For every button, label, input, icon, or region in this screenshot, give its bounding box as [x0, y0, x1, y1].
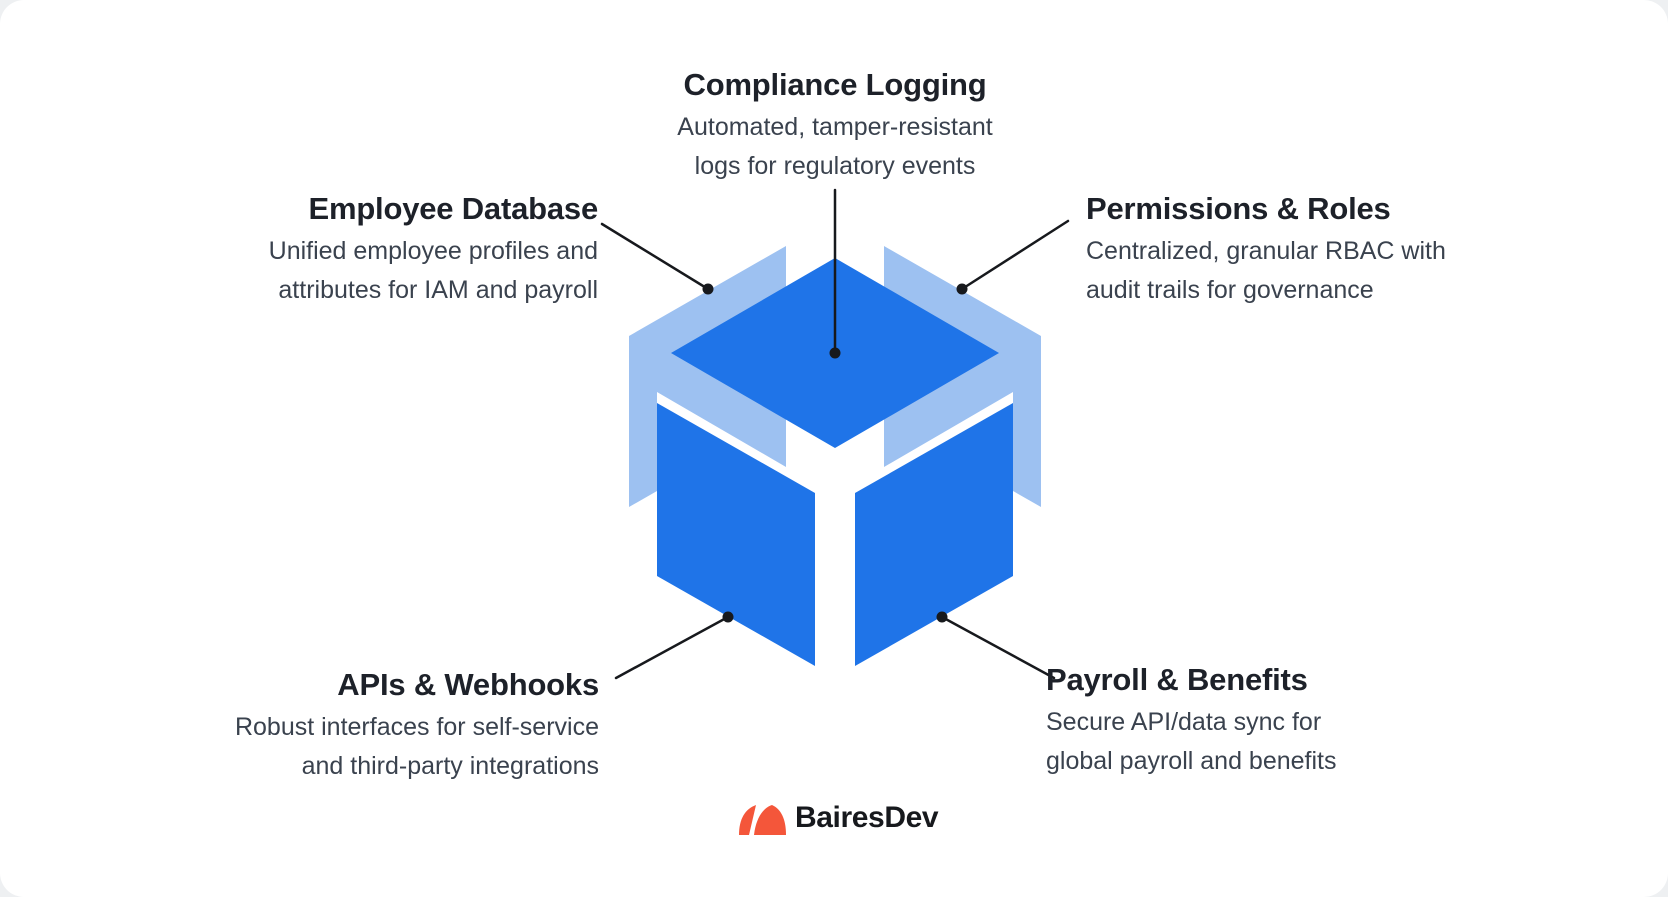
bairesdev-logo: BairesDev — [739, 801, 939, 835]
feature-desc-line: and third-party integrations — [301, 752, 599, 780]
cube-right-face-icon — [855, 403, 1013, 666]
feature-desc-line: Unified employee profiles and — [268, 237, 598, 265]
connector-dot-payroll — [936, 611, 948, 623]
feature-compliance-logging: Compliance Logging Automated, tamper-res… — [677, 66, 992, 186]
connector-dots — [702, 283, 968, 623]
feature-desc-line: Centralized, granular RBAC with — [1086, 237, 1446, 265]
connector-dot-employee — [702, 283, 714, 295]
feature-title: Compliance Logging — [683, 67, 987, 102]
feature-permissions-roles: Permissions & Roles Centralized, granula… — [1086, 190, 1446, 310]
feature-apis-webhooks: APIs & Webhooks Robust interfaces for se… — [235, 666, 599, 786]
feature-desc-line: logs for regulatory events — [694, 152, 976, 180]
connector-lines — [600, 188, 1070, 680]
connector-dot-compliance — [829, 347, 841, 359]
feature-employee-database: Employee Database Unified employee profi… — [268, 190, 599, 310]
connector-apis-webhooks — [614, 615, 730, 680]
feature-desc-line: attributes for IAM and payroll — [278, 276, 598, 304]
cube-left-face-icon — [657, 403, 815, 666]
bairesdev-logo-text: BairesDev — [795, 801, 939, 834]
feature-desc-line: audit trails for governance — [1086, 276, 1374, 304]
feature-payroll-benefits: Payroll & Benefits Secure API/data sync … — [1046, 661, 1336, 781]
feature-title: APIs & Webhooks — [337, 667, 599, 702]
feature-desc-line: Automated, tamper-resistant — [677, 113, 993, 141]
bairesdev-logo-icon — [739, 805, 786, 835]
connector-dot-permissions — [956, 283, 968, 295]
feature-desc-line: Secure API/data sync for — [1046, 708, 1322, 736]
feature-desc-line: global payroll and benefits — [1046, 747, 1337, 775]
feature-title: Employee Database — [308, 191, 598, 226]
feature-desc-line: Robust interfaces for self-service — [234, 713, 599, 741]
connector-employee-database — [600, 222, 710, 291]
connector-dot-apis — [722, 611, 734, 623]
connector-payroll-benefits — [940, 615, 1056, 680]
feature-title: Payroll & Benefits — [1046, 662, 1308, 697]
feature-title: Permissions & Roles — [1086, 191, 1391, 226]
connector-permissions-roles — [960, 219, 1070, 291]
